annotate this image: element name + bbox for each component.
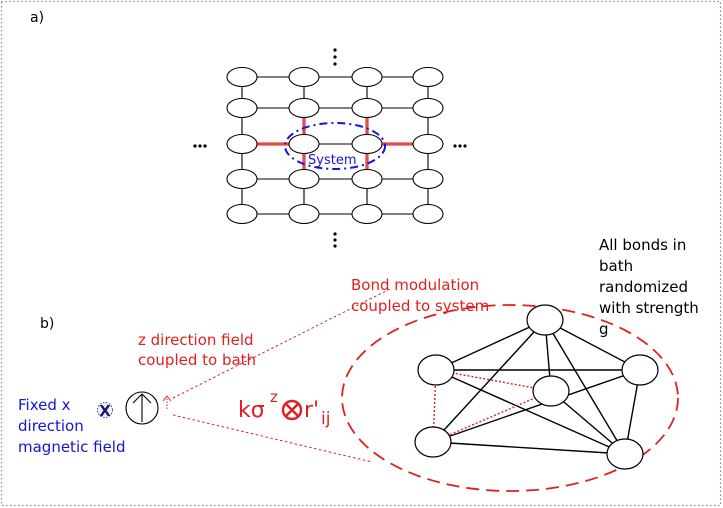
coupling-expression: kσ z r' ij — [238, 388, 330, 429]
bath-edge — [435, 319, 546, 371]
lattice-node — [288, 168, 320, 190]
lattice-node — [351, 168, 383, 190]
bath-edge — [432, 441, 626, 455]
lattice-node — [226, 97, 258, 119]
lattice-node — [288, 66, 320, 88]
bath-note-line: randomized — [599, 278, 688, 296]
lattice-node — [226, 133, 258, 155]
lattice-node — [288, 97, 320, 119]
bath-node — [414, 426, 452, 458]
tensor-product-icon — [281, 399, 303, 421]
lattice-node — [412, 97, 444, 119]
modulated-edges — [432, 369, 552, 443]
dot — [333, 232, 337, 236]
dot — [333, 238, 337, 242]
funnel-line-top — [172, 287, 393, 399]
z-field-line: z direction field — [138, 331, 254, 349]
modulated-edge — [435, 369, 552, 392]
system-label: System — [308, 153, 356, 168]
x-field-letter: X — [99, 402, 111, 420]
bath-edge — [435, 369, 626, 455]
dot — [453, 144, 457, 148]
bath-note-line: All bonds in — [599, 236, 686, 254]
lattice-node — [226, 66, 258, 88]
bond-modulation-line: coupled to system — [351, 297, 489, 315]
lattice-node — [351, 97, 383, 119]
lattice-node — [351, 203, 383, 225]
dot — [333, 48, 337, 52]
panel-a: a) — [30, 10, 467, 248]
bath-edge — [432, 319, 546, 443]
lattice-node — [226, 168, 258, 190]
fixed-field-line: magnetic field — [18, 438, 126, 456]
coupling-k-sigma: kσ — [238, 398, 265, 423]
dot — [193, 144, 197, 148]
fixed-field-line: Fixed x — [18, 396, 71, 414]
z-field-arrow-head — [162, 395, 172, 402]
spin-arrow-head — [132, 393, 152, 404]
bath-node — [606, 438, 644, 470]
continuation-dots — [193, 48, 467, 248]
lattice-node — [226, 203, 258, 225]
panel-b-label: b) — [40, 316, 54, 332]
bath-node — [621, 354, 659, 386]
bath-note-line: bath — [599, 257, 633, 275]
lattice-node — [288, 203, 320, 225]
coupling-subscript-ij: ij — [321, 409, 330, 429]
funnel-line-bottom — [172, 414, 373, 463]
bath-edge — [544, 319, 626, 455]
bath-boundary — [341, 304, 679, 492]
lattice-node — [412, 203, 444, 225]
modulated-edge — [432, 390, 552, 443]
bath-edge — [432, 369, 641, 443]
fixed-field-line: direction — [18, 417, 84, 435]
lattice-node — [412, 66, 444, 88]
dot — [463, 144, 467, 148]
dot — [203, 144, 207, 148]
panel-b: b) All bonds in bath randomized with str… — [18, 236, 699, 492]
bath-edge — [544, 319, 641, 371]
lattice-node — [351, 66, 383, 88]
dot — [333, 244, 337, 248]
bond-modulation-line: Bond modulation — [351, 276, 479, 294]
dot — [333, 62, 337, 66]
lattice-node — [412, 133, 444, 155]
lattice-node — [412, 168, 444, 190]
lattice-nodes — [226, 66, 444, 225]
z-field-line: coupled to bath — [138, 351, 256, 369]
bath-nodes — [414, 304, 659, 470]
x-field-symbol — [97, 402, 113, 418]
dot — [198, 144, 202, 148]
panel-a-label: a) — [30, 10, 44, 26]
system-boundary — [284, 122, 386, 170]
dot — [458, 144, 462, 148]
coupling-r-prime: r' — [304, 398, 319, 423]
system-node — [288, 133, 320, 155]
bath-note-line: g — [599, 320, 609, 338]
bath-node — [532, 375, 570, 407]
bath-node — [417, 354, 455, 386]
bath-node — [526, 304, 564, 336]
system-node — [351, 133, 383, 155]
bath-note-line: with strength — [599, 299, 699, 317]
dot — [333, 55, 337, 59]
coupling-superscript-z: z — [270, 388, 278, 406]
